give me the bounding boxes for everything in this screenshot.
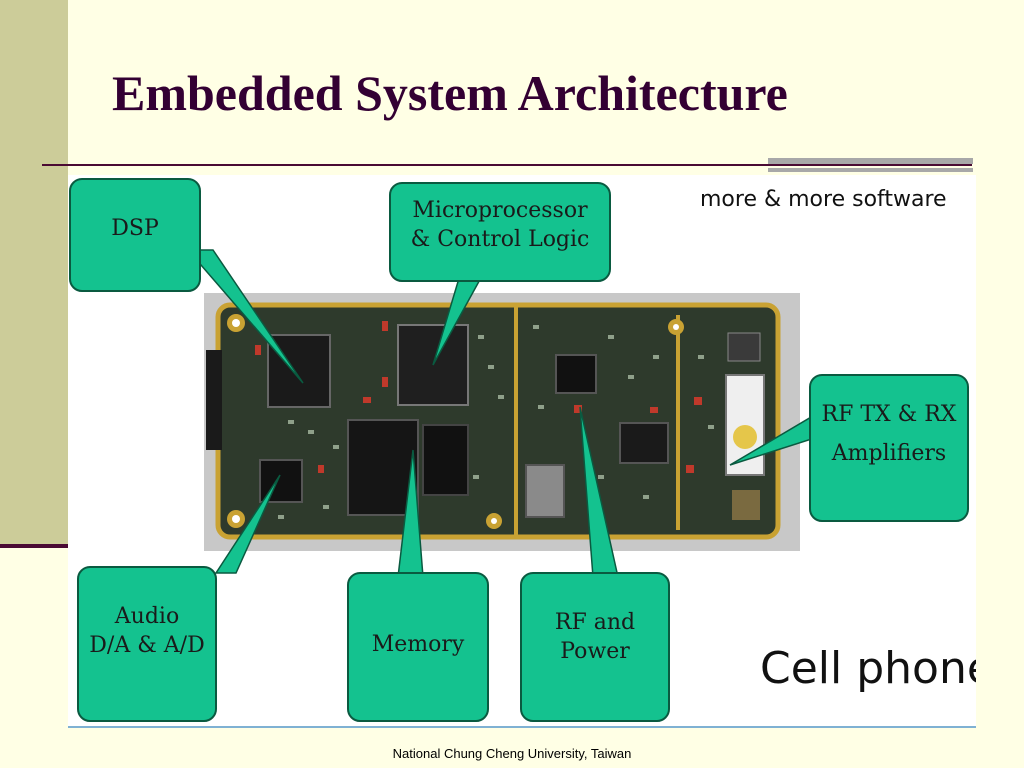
mounting-hole: [491, 518, 497, 524]
rf-chip-2: [619, 422, 669, 464]
title-rule: [42, 164, 972, 166]
micro-label-line2: & Control Logic: [410, 226, 590, 252]
board-connector: [206, 350, 222, 450]
rf-power-label-line2: Power: [560, 638, 630, 664]
micro-callout: [389, 182, 611, 282]
rf-amp-callout: [809, 374, 969, 522]
rf-can: [525, 464, 565, 518]
amplifier-sticker: [733, 425, 757, 449]
resistor: [382, 377, 388, 387]
slide-title: Embedded System Architecture: [112, 65, 788, 121]
resistor: [318, 465, 324, 473]
resistor: [694, 397, 702, 405]
rf-power-label: RF and Power: [521, 609, 669, 666]
side-band: [0, 0, 68, 546]
dsp-callout: [69, 178, 201, 292]
audio-pointer: [214, 474, 281, 574]
resistor: [382, 321, 388, 331]
software-note: more & more software: [700, 187, 947, 212]
callout-pointers: [186, 249, 819, 578]
micro-label: Microprocessor & Control Logic: [390, 197, 610, 254]
memory-callout: [347, 572, 489, 722]
memory-chip-2: [422, 424, 469, 496]
resistor: [686, 465, 694, 473]
audio-callout: [77, 566, 217, 722]
resistor: [255, 345, 261, 355]
mounting-hole: [232, 319, 240, 327]
device-label: Cell phone: [760, 643, 976, 694]
audio-label: Audio D/A & A/D: [78, 603, 216, 660]
board-component: [732, 490, 760, 520]
memory-label: Memory: [371, 632, 465, 657]
mounting-hole: [232, 515, 240, 523]
board-components: [278, 325, 714, 519]
slide-footer: National Chung Cheng University, Taiwan: [392, 746, 632, 761]
title-accent-bar: [768, 158, 973, 164]
memory-chip: [347, 419, 419, 516]
board-component: [727, 332, 761, 362]
figure-bottom-rule: [68, 726, 976, 728]
rf-amp-label: RF TX & RX Amplifiers: [810, 401, 968, 468]
resistor: [650, 407, 658, 413]
rf-amp-label-line1: RF TX & RX: [821, 402, 957, 427]
audio-label-line1: Audio: [114, 604, 180, 629]
diagram-graphics: [69, 178, 969, 722]
micro-label-line1: Microprocessor: [412, 198, 588, 223]
side-rule: [0, 544, 68, 548]
mounting-hole: [673, 324, 679, 330]
resistor: [574, 405, 582, 413]
cell-phone-diagram: DSP Microprocessor & Control Logic RF TX…: [68, 175, 976, 726]
resistor: [363, 397, 371, 403]
callout-boxes: [69, 178, 969, 722]
rf-power-callout: [520, 572, 670, 722]
rf-amp-label-line2: Amplifiers: [831, 440, 947, 466]
dsp-label: DSP: [111, 216, 159, 241]
rf-chip: [555, 354, 597, 394]
audio-label-line2: D/A & A/D: [89, 632, 205, 658]
title-accent-bar-2: [768, 168, 973, 172]
rf-power-label-line1: RF and: [554, 610, 636, 635]
